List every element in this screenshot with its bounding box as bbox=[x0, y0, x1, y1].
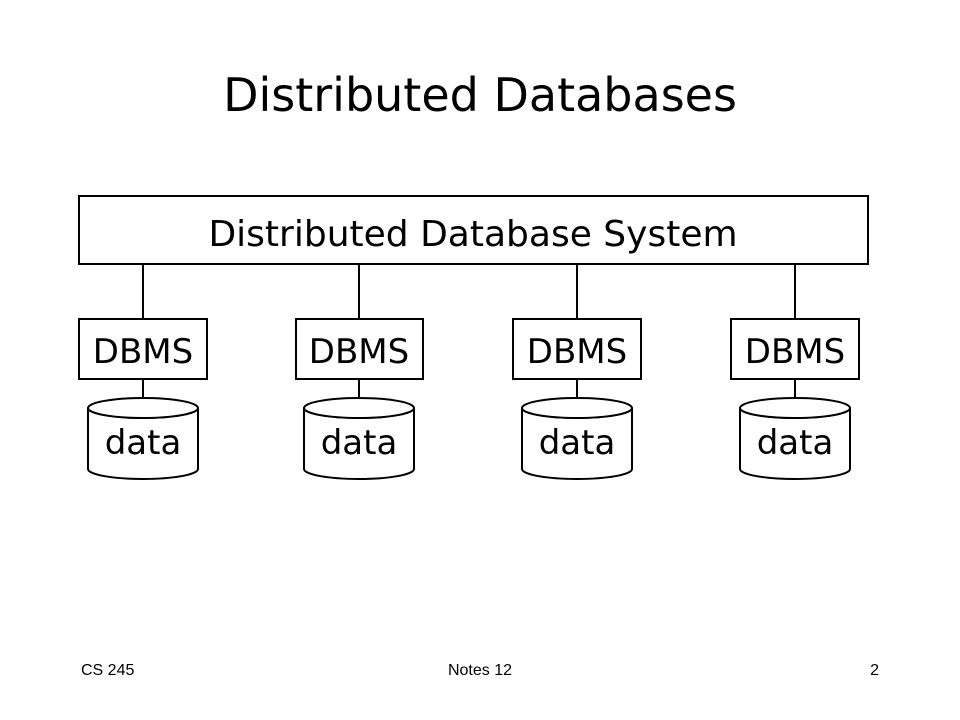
data-label: data bbox=[757, 423, 834, 463]
slide-title: Distributed Databases bbox=[223, 68, 737, 122]
dbms-label: DBMS bbox=[309, 332, 409, 372]
dbms-node: DBMS data bbox=[295, 264, 424, 480]
data-label: data bbox=[105, 423, 182, 463]
dbms-box bbox=[730, 318, 860, 380]
data-label: data bbox=[321, 423, 398, 463]
database-cylinder bbox=[87, 397, 199, 480]
footer-page-number: 2 bbox=[870, 662, 879, 679]
dbms-node: DBMS data bbox=[512, 264, 642, 480]
system-box bbox=[78, 195, 869, 265]
dbms-node: DBMS data bbox=[78, 264, 208, 480]
database-cylinder bbox=[521, 397, 633, 480]
dbms-label: DBMS bbox=[745, 332, 845, 372]
database-cylinder bbox=[739, 397, 851, 480]
dbms-label: DBMS bbox=[93, 332, 193, 372]
system-label: Distributed Database System bbox=[208, 214, 737, 255]
database-cylinder bbox=[303, 397, 415, 480]
footer-notes: Notes 12 bbox=[447, 662, 513, 679]
dbms-label: DBMS bbox=[527, 332, 627, 372]
data-label: data bbox=[539, 423, 616, 463]
footer-course: CS 245 bbox=[81, 662, 135, 679]
dbms-node: DBMS data bbox=[730, 264, 860, 480]
